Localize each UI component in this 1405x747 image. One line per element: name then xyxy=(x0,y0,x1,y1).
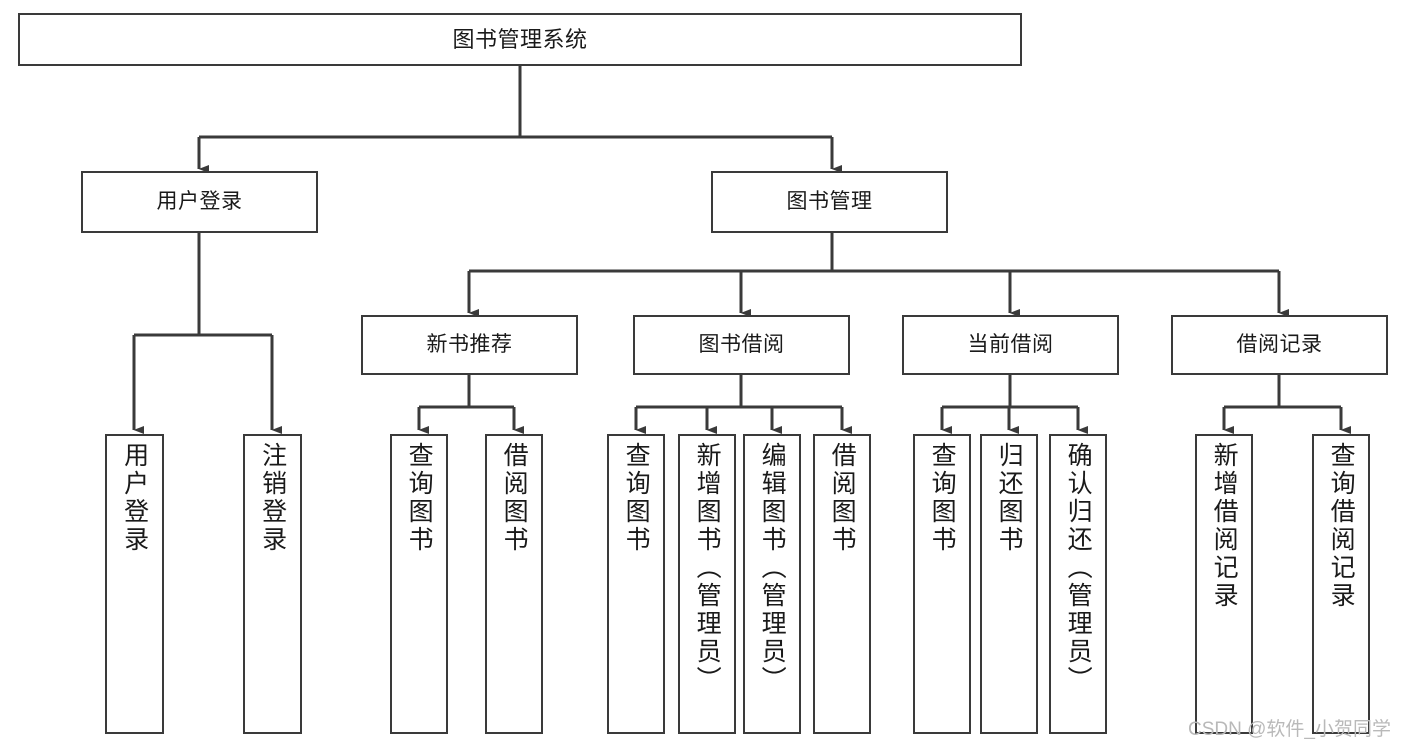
leaf-bb-add-book-admin[interactable]: 新增图书（管理员） xyxy=(678,434,736,734)
node-book-borrow-label: 图书借阅 xyxy=(698,332,785,356)
leaf-bb-borrow-book[interactable]: 借阅图书 xyxy=(813,434,871,734)
leaf-br-add-record-label: 新增借阅记录 xyxy=(1210,442,1239,610)
node-book-borrow[interactable]: 图书借阅 xyxy=(633,315,850,375)
leaf-cb-confirm-return-admin[interactable]: 确认归还（管理员） xyxy=(1049,434,1107,734)
node-borrow-record-label: 借阅记录 xyxy=(1236,332,1323,356)
node-book-management-label: 图书管理 xyxy=(786,189,873,213)
node-new-book-recommend[interactable]: 新书推荐 xyxy=(361,315,578,375)
leaf-nb-query-book-label: 查询图书 xyxy=(405,442,434,554)
node-current-borrow[interactable]: 当前借阅 xyxy=(902,315,1119,375)
leaf-bb-query-book-label: 查询图书 xyxy=(622,442,651,554)
node-new-book-recommend-label: 新书推荐 xyxy=(426,332,513,356)
leaf-cb-return-book-label: 归还图书 xyxy=(995,442,1024,554)
leaf-nb-query-book[interactable]: 查询图书 xyxy=(390,434,448,734)
leaf-bb-add-book-admin-label: 新增图书（管理员） xyxy=(693,442,722,694)
node-current-borrow-label: 当前借阅 xyxy=(967,332,1054,356)
node-root-system-label: 图书管理系统 xyxy=(452,26,588,52)
leaf-cb-query-book-label: 查询图书 xyxy=(928,442,957,554)
node-user-login[interactable]: 用户登录 xyxy=(81,171,318,233)
node-user-login-label: 用户登录 xyxy=(156,189,243,213)
leaf-br-query-record-label: 查询借阅记录 xyxy=(1327,442,1356,610)
leaf-logout-label: 注销登录 xyxy=(258,442,287,554)
leaf-user-login[interactable]: 用户登录 xyxy=(105,434,164,734)
node-root-system[interactable]: 图书管理系统 xyxy=(18,13,1022,66)
leaf-cb-confirm-return-admin-label: 确认归还（管理员） xyxy=(1064,442,1093,694)
leaf-br-query-record[interactable]: 查询借阅记录 xyxy=(1312,434,1370,734)
leaf-nb-borrow-book[interactable]: 借阅图书 xyxy=(485,434,543,734)
leaf-user-login-label: 用户登录 xyxy=(120,442,149,554)
leaf-bb-edit-book-admin[interactable]: 编辑图书（管理员） xyxy=(743,434,801,734)
leaf-cb-query-book[interactable]: 查询图书 xyxy=(913,434,971,734)
leaf-br-add-record[interactable]: 新增借阅记录 xyxy=(1195,434,1253,734)
csdn-watermark: CSDN @软件_小贺同学 xyxy=(1188,719,1391,740)
node-book-management[interactable]: 图书管理 xyxy=(711,171,948,233)
node-borrow-record[interactable]: 借阅记录 xyxy=(1171,315,1388,375)
leaf-cb-return-book[interactable]: 归还图书 xyxy=(980,434,1038,734)
leaf-bb-edit-book-admin-label: 编辑图书（管理员） xyxy=(758,442,787,694)
leaf-logout[interactable]: 注销登录 xyxy=(243,434,302,734)
leaf-bb-borrow-book-label: 借阅图书 xyxy=(828,442,857,554)
leaf-bb-query-book[interactable]: 查询图书 xyxy=(607,434,665,734)
leaf-nb-borrow-book-label: 借阅图书 xyxy=(500,442,529,554)
